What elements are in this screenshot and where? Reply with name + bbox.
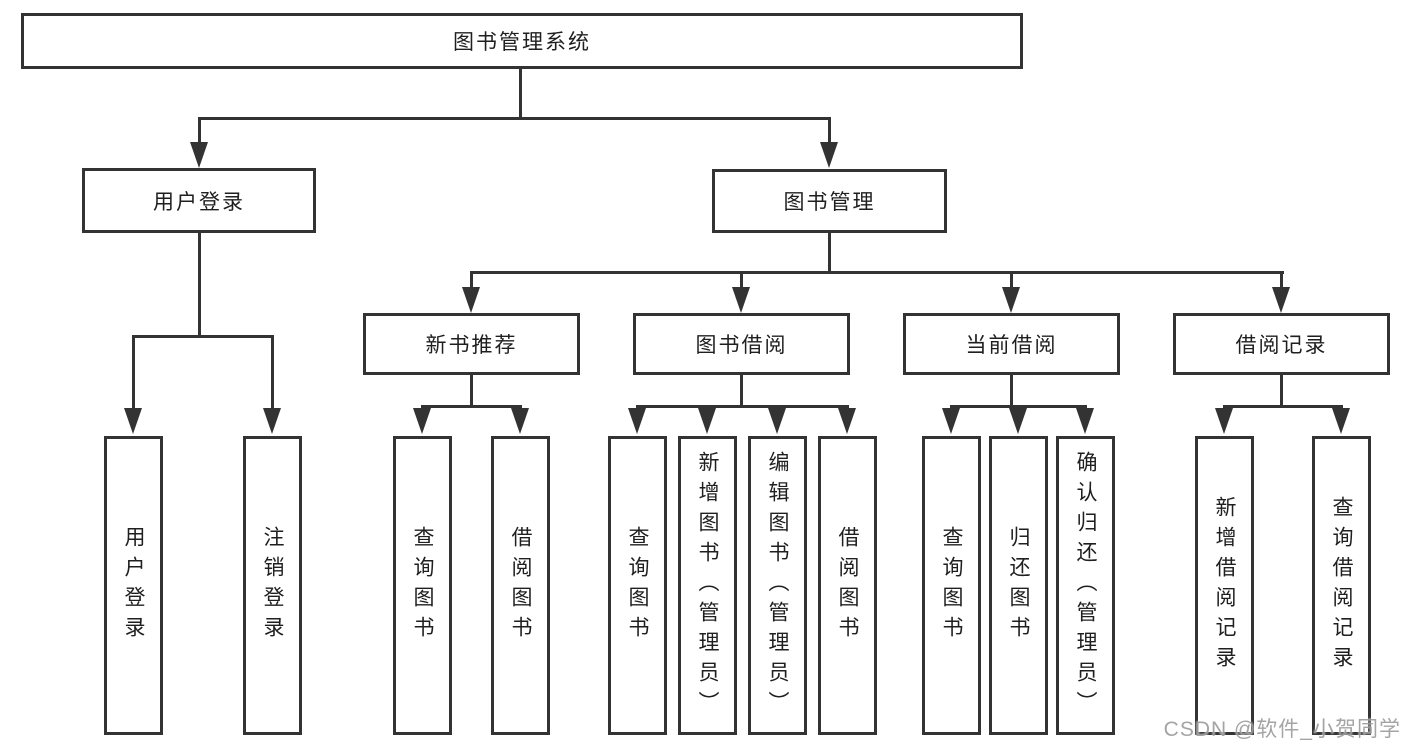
node-book-management-label: 图书管理 xyxy=(783,191,876,214)
leaf-borrow-books-label: 借阅图书 xyxy=(836,525,859,646)
connector-line xyxy=(1280,375,1283,408)
node-current-borrow-label: 当前借阅 xyxy=(965,334,1058,357)
node-book-borrow: 图书借阅 xyxy=(633,313,850,375)
down-arrow-icon xyxy=(462,287,480,313)
node-book-borrow-label: 图书借阅 xyxy=(695,334,788,357)
down-arrow-icon xyxy=(820,142,838,168)
down-arrow-icon xyxy=(628,408,646,434)
node-new-book-recommend: 新书推荐 xyxy=(363,313,580,375)
connector-line xyxy=(470,271,1284,274)
leaf-borrow-books: 借阅图书 xyxy=(818,436,877,735)
connector-line xyxy=(198,232,201,338)
leaf-borrow-books-recommend-label: 借阅图书 xyxy=(509,525,532,646)
leaf-return-books: 归还图书 xyxy=(989,436,1048,735)
leaf-query-books-current-label: 查询图书 xyxy=(940,525,963,646)
down-arrow-icon xyxy=(190,142,208,168)
down-arrow-icon xyxy=(413,408,431,434)
connector-line xyxy=(828,117,831,145)
leaf-query-books-current: 查询图书 xyxy=(922,436,981,735)
down-arrow-icon xyxy=(1009,408,1027,434)
connector-line xyxy=(828,233,831,274)
leaf-add-books-admin-label: 新增图书（管理员） xyxy=(696,450,719,721)
connector-line xyxy=(132,335,274,338)
node-user-login: 用户登录 xyxy=(82,168,316,233)
leaf-user-login-label: 用户登录 xyxy=(122,525,145,646)
connector-line xyxy=(198,117,831,120)
down-arrow-icon xyxy=(1272,287,1290,313)
down-arrow-icon xyxy=(1002,287,1020,313)
down-arrow-icon xyxy=(838,408,856,434)
leaf-confirm-return-admin-label: 确认归还（管理员） xyxy=(1074,450,1097,721)
node-current-borrow: 当前借阅 xyxy=(903,313,1120,375)
leaf-borrow-books-recommend: 借阅图书 xyxy=(491,436,550,735)
leaf-logout: 注销登录 xyxy=(243,436,302,735)
leaf-edit-books-admin: 编辑图书（管理员） xyxy=(748,436,807,735)
node-book-management: 图书管理 xyxy=(712,169,947,233)
connector-line xyxy=(740,375,743,408)
connector-line xyxy=(1280,271,1283,290)
connector-line xyxy=(271,335,274,410)
down-arrow-icon xyxy=(263,408,281,434)
down-arrow-icon xyxy=(1332,408,1350,434)
down-arrow-icon xyxy=(942,408,960,434)
leaf-query-books-recommend: 查询图书 xyxy=(393,436,452,735)
leaf-add-books-admin: 新增图书（管理员） xyxy=(678,436,737,735)
down-arrow-icon xyxy=(1076,408,1094,434)
connector-line xyxy=(421,405,522,408)
down-arrow-icon xyxy=(511,408,529,434)
connector-line xyxy=(740,271,743,290)
leaf-logout-label: 注销登录 xyxy=(261,525,284,646)
leaf-query-books-recommend-label: 查询图书 xyxy=(411,525,434,646)
node-borrow-records-label: 借阅记录 xyxy=(1235,334,1328,357)
node-root-label: 图书管理系统 xyxy=(453,31,591,54)
down-arrow-icon xyxy=(124,408,142,434)
connector-line xyxy=(198,117,201,145)
leaf-edit-books-admin-label: 编辑图书（管理员） xyxy=(766,450,789,721)
leaf-query-books-borrow: 查询图书 xyxy=(608,436,667,735)
connector-line xyxy=(470,375,473,408)
connector-line xyxy=(1223,405,1343,408)
node-borrow-records: 借阅记录 xyxy=(1173,313,1390,375)
down-arrow-icon xyxy=(698,408,716,434)
leaf-add-borrow-record: 新增借阅记录 xyxy=(1195,436,1254,735)
csdn-watermark: CSDN @软件_小贺同学 xyxy=(1163,718,1401,741)
leaf-return-books-label: 归还图书 xyxy=(1007,525,1030,646)
leaf-query-borrow-record: 查询借阅记录 xyxy=(1312,436,1371,735)
leaf-confirm-return-admin: 确认归还（管理员） xyxy=(1056,436,1115,735)
down-arrow-icon xyxy=(768,408,786,434)
down-arrow-icon xyxy=(732,287,750,313)
connector-line xyxy=(132,335,135,410)
leaf-query-borrow-record-label: 查询借阅记录 xyxy=(1330,495,1353,676)
leaf-add-borrow-record-label: 新增借阅记录 xyxy=(1213,495,1236,676)
down-arrow-icon xyxy=(1215,408,1233,434)
leaf-user-login: 用户登录 xyxy=(104,436,163,735)
connector-line xyxy=(470,271,473,290)
connector-line xyxy=(519,69,522,119)
node-user-login-label: 用户登录 xyxy=(153,190,245,214)
connector-line xyxy=(1010,375,1013,408)
node-new-book-recommend-label: 新书推荐 xyxy=(425,334,518,357)
connector-line xyxy=(636,405,849,408)
leaf-query-books-borrow-label: 查询图书 xyxy=(626,525,649,646)
node-root: 图书管理系统 xyxy=(21,13,1023,69)
connector-line xyxy=(1010,271,1013,290)
